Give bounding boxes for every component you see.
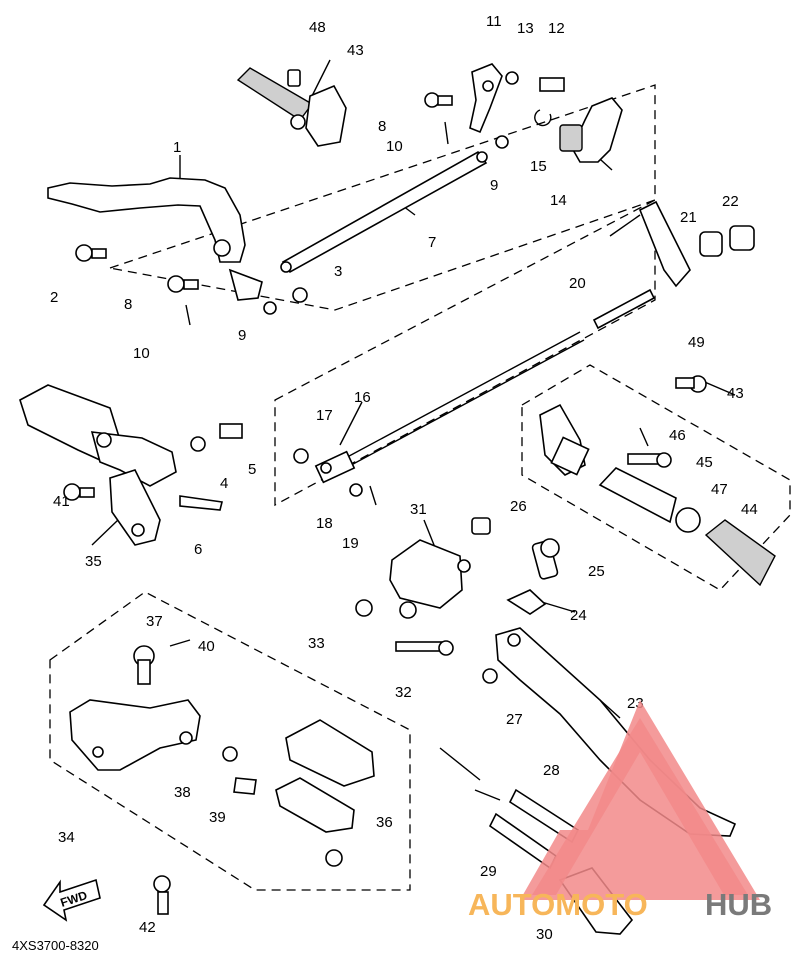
callout-15: 15 — [530, 158, 547, 175]
callout-30: 30 — [536, 926, 553, 943]
callout-4: 4 — [220, 475, 228, 492]
leader-lines — [91, 59, 736, 719]
callout-41: 41 — [53, 493, 70, 510]
callout-27: 27 — [506, 711, 523, 728]
callout-28: 28 — [543, 762, 560, 779]
watermark-brand-right: HUB — [705, 887, 772, 922]
shift-rod — [280, 150, 488, 274]
callout-9: 9 — [490, 177, 498, 194]
callout-29: 29 — [480, 863, 497, 880]
callout-20: 20 — [569, 275, 586, 292]
callout-14: 14 — [550, 192, 567, 209]
callout-19: 19 — [342, 535, 359, 552]
callout-9: 9 — [238, 327, 246, 344]
callout-34: 34 — [58, 829, 75, 846]
callout-35: 35 — [85, 553, 102, 570]
callout-26: 26 — [510, 498, 527, 515]
callout-22: 22 — [722, 193, 739, 210]
group-frame-shift — [107, 84, 656, 311]
small-hardware — [75, 71, 565, 326]
callout-1: 1 — [173, 139, 181, 156]
callout-32: 32 — [395, 684, 412, 701]
callout-6: 6 — [194, 541, 202, 558]
callout-44: 44 — [741, 501, 758, 518]
callout-12: 12 — [548, 20, 565, 37]
callout-21: 21 — [680, 209, 697, 226]
callout-11: 11 — [486, 13, 502, 30]
footrest-bracket-front — [19, 384, 243, 546]
callout-39: 39 — [209, 809, 226, 826]
callout-48: 48 — [309, 19, 326, 36]
callout-2: 2 — [50, 289, 58, 306]
callout-42: 42 — [139, 919, 156, 936]
group-frame-footrest-right — [521, 364, 791, 591]
callout-45: 45 — [696, 454, 713, 471]
callout-49: 49 — [688, 334, 705, 351]
watermark: AUTOMOTO HUB — [468, 700, 772, 922]
callout-8: 8 — [124, 296, 132, 313]
shift-arm — [469, 63, 623, 163]
footrest-rubber-right-top — [236, 67, 347, 147]
diagram-code: 4XS3700-8320 — [12, 938, 99, 953]
fwd-direction-arrow: FWD — [42, 878, 101, 922]
watermark-brand-left: AUTOMOTO — [468, 887, 648, 922]
callout-43: 43 — [347, 42, 364, 59]
callout-40: 40 — [198, 638, 215, 655]
callout-25: 25 — [588, 563, 605, 580]
callout-8: 8 — [378, 118, 386, 135]
footrest-assembly-right — [539, 375, 776, 587]
callout-46: 46 — [669, 427, 686, 444]
group-frame-rod — [274, 198, 656, 507]
sidestand-bracket — [355, 517, 491, 656]
callout-38: 38 — [174, 784, 191, 801]
group-frame-footrest-left — [49, 591, 411, 891]
callout-16: 16 — [354, 389, 371, 406]
callout-3: 3 — [334, 263, 342, 280]
callout-10: 10 — [133, 345, 150, 362]
callout-36: 36 — [376, 814, 393, 831]
callout-37: 37 — [146, 613, 163, 630]
callout-17: 17 — [316, 407, 333, 424]
callout-31: 31 — [410, 501, 427, 518]
callout-24: 24 — [570, 607, 587, 624]
callout-47: 47 — [711, 481, 728, 498]
brake-rod — [293, 200, 755, 506]
callout-43: 43 — [727, 385, 744, 402]
callout-13: 13 — [517, 20, 534, 37]
callout-5: 5 — [248, 461, 256, 478]
callout-33: 33 — [308, 635, 325, 652]
callout-18: 18 — [316, 515, 333, 532]
footrest-assembly-left — [69, 639, 375, 915]
shift-pedal — [47, 177, 263, 301]
callout-10: 10 — [386, 138, 403, 155]
callout-7: 7 — [428, 234, 436, 251]
